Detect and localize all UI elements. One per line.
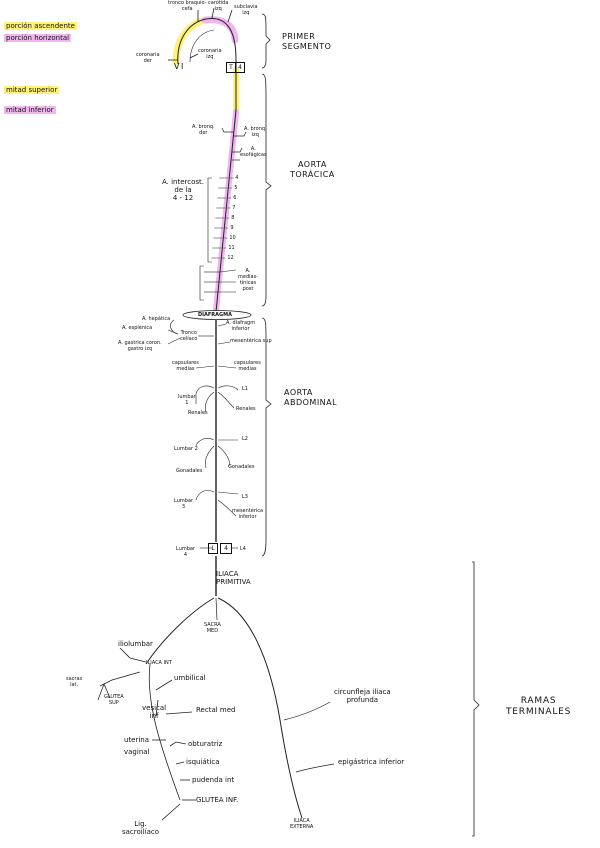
legend-upper-half: mitad superior xyxy=(4,86,60,94)
legend-ascending: porción ascendente xyxy=(4,22,77,30)
intercostal-number-12: 12 xyxy=(227,255,234,261)
diaphragm xyxy=(182,310,252,320)
label-rectal-med: Rectal med xyxy=(196,706,236,714)
mediastinal-branches xyxy=(204,269,237,293)
bronchial-branches xyxy=(221,127,247,161)
intercostal-number-6: 6 xyxy=(233,195,237,201)
label-iliolumbar: iliolumbar xyxy=(118,640,153,648)
box-l: L xyxy=(208,543,218,554)
internal-iliac-tree xyxy=(97,647,196,821)
toracica-brace xyxy=(261,73,272,307)
legend-lower-half: mitad inferior xyxy=(4,106,56,114)
thoracic-left-brace xyxy=(199,177,212,301)
label-lig-sacroiliaco: Lig. sacroilíaco xyxy=(122,820,160,836)
section-toracica: AORTA TORÁCICA xyxy=(290,160,335,179)
label-esofagicas: A. esofágicas xyxy=(240,146,267,158)
label-sacra-med: SACRA MED xyxy=(204,622,221,634)
label-sacras-lat: sacras lat. xyxy=(66,676,83,688)
label-l4: L4 xyxy=(240,546,246,552)
label-circunfleja: circunfleja iliaca profunda xyxy=(334,688,391,704)
label-subclavia: subclavia izq xyxy=(234,4,258,16)
label-obturatriz: obturatriz xyxy=(188,740,223,748)
label-renales-left: Renales xyxy=(188,410,208,416)
label-l3: L3 xyxy=(242,494,248,500)
label-lumbar3: Lumbar 3 xyxy=(174,498,194,510)
subclavia-branch xyxy=(227,9,233,23)
intercostal-number-11: 11 xyxy=(228,245,235,251)
intercostal-number-10: 10 xyxy=(229,235,236,241)
label-tronco-celiaco: Tronco celíaco xyxy=(180,330,198,342)
label-coronaria-der: coronaria der xyxy=(136,52,160,64)
intercostal-number-7: 7 xyxy=(232,205,236,211)
intercostal-number-4: 4 xyxy=(235,175,239,181)
lumbar-branches xyxy=(195,385,239,549)
intercostal-number-8: 8 xyxy=(231,215,235,221)
label-mediastinicas: A. medias- tínicas post xyxy=(238,268,258,292)
label-capsulares-left: capsulares medias xyxy=(172,360,199,372)
label-esplenica: A. esplénica xyxy=(122,325,153,331)
thoracic-aorta xyxy=(215,60,237,313)
intercostal-number-9: 9 xyxy=(230,225,234,231)
box-l4: 4 xyxy=(220,543,232,554)
label-gastrica: A. gastrica coron. gastro izq xyxy=(118,340,162,352)
label-carotida: carótida izq xyxy=(208,0,229,12)
label-hepatica: A. hepática xyxy=(142,316,171,322)
label-lumbar1: lumbar 1 xyxy=(178,394,196,406)
iliac-bifurcation-left xyxy=(145,597,215,665)
label-a-bronq-der: A. bronq. der xyxy=(192,124,215,136)
label-iliaca-int: ILIACA INT xyxy=(146,660,172,666)
label-iliaca-externa: ILIACA EXTERNA xyxy=(290,818,314,830)
label-iliaca-primitiva: ILIACA PRIMITIVA xyxy=(216,570,251,586)
label-tronco: tronco braquio- cefa xyxy=(168,0,207,12)
section-ramas: RAMAS TERMINALES xyxy=(506,696,572,717)
label-intercostales: A. intercost. de la 4 - 12 xyxy=(162,178,205,202)
label-lumbar4: Lumbar 4 xyxy=(176,546,196,558)
coronaria-izq-branch xyxy=(189,53,199,59)
label-epigastrica: epigástrica inferior xyxy=(338,758,405,766)
label-uterina: uterina xyxy=(124,736,150,744)
aortic-arch xyxy=(177,17,237,65)
label-diafragm-inf: A. diafragm inferior xyxy=(226,320,256,332)
section-primer: PRIMER SEGMENTO xyxy=(282,32,332,51)
carotida-branch xyxy=(211,7,215,19)
label-glutea-inf: GLUTEA INF. xyxy=(196,796,239,804)
label-a-bronq-izq: A. bronq. izq xyxy=(244,126,267,138)
label-mesenterica-inf: mesentérica inferior xyxy=(232,508,264,520)
label-coronaria-izq: coronaria izq xyxy=(198,48,222,60)
label-vertebra-i: I xyxy=(181,62,184,71)
label-isquiatica: isquiática xyxy=(186,758,220,766)
label-l1: L1 xyxy=(242,386,248,392)
label-gonadales-left: Gonadales xyxy=(176,468,203,474)
label-capsulares-right: capsulares medias xyxy=(234,360,261,372)
celiac-branches xyxy=(167,319,237,369)
label-vesical-inf: vesical inf xyxy=(142,704,167,720)
label-glutea-sup: GLUTEA SUP xyxy=(104,694,124,706)
label-l2: L2 xyxy=(242,436,248,442)
intercostal-number-5: 5 xyxy=(234,185,238,191)
label-lumbar2: Lumbar 2 xyxy=(174,446,198,452)
label-vaginal: vaginal xyxy=(124,748,150,756)
ramas-brace xyxy=(472,561,480,837)
label-diafragma: DIAFRAGMA xyxy=(198,312,232,318)
label-mesenterica-sup: mesentérica sup xyxy=(230,338,272,344)
primer-brace xyxy=(261,13,271,69)
intercostal-branches xyxy=(211,177,234,259)
section-abdominal: AORTA ABDOMINAL xyxy=(284,388,338,407)
box-4: 4 xyxy=(235,62,245,73)
external-iliac-branches xyxy=(283,701,335,773)
legend-horizontal: porción horizontal xyxy=(4,34,72,42)
label-renales-right: Renales xyxy=(236,406,256,412)
label-vertebra-v: V xyxy=(174,62,180,71)
iliac-bifurcation-right xyxy=(217,597,303,819)
sacra-med-branch xyxy=(215,597,218,621)
abdominal-brace xyxy=(261,317,272,557)
label-pudenda: pudenda int xyxy=(192,776,235,784)
label-umbilical: umbilical xyxy=(174,674,206,682)
label-gonadales-right: Gonadales xyxy=(228,464,255,470)
